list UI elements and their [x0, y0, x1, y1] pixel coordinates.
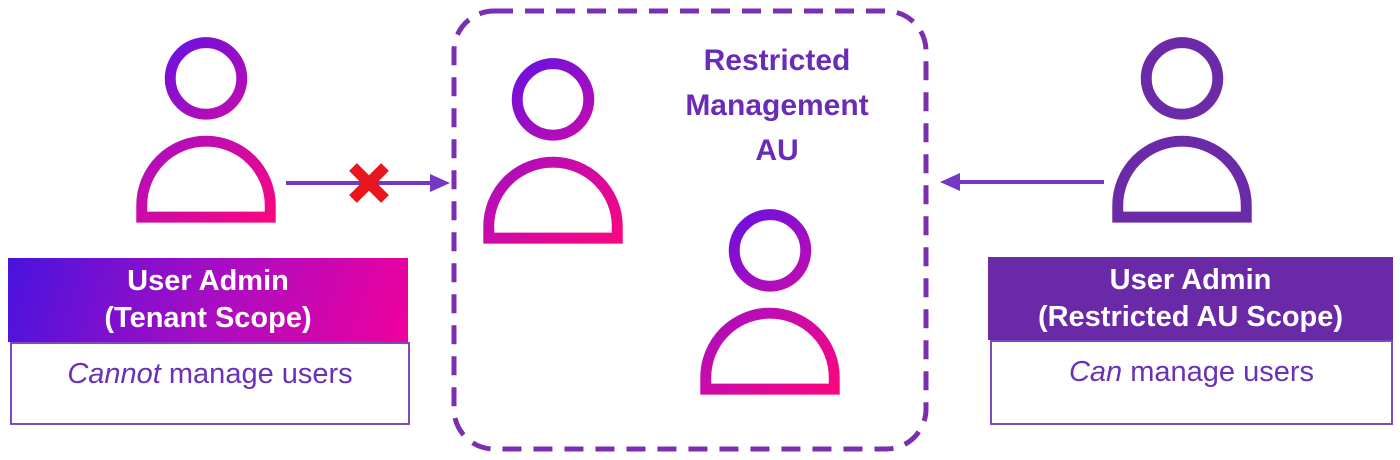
restricted-admin-badge: User Admin (Restricted AU Scope) [988, 257, 1393, 340]
user-head [164, 37, 248, 120]
au-title-line2: Management [685, 89, 869, 122]
user-head [728, 209, 812, 292]
user-body [136, 135, 276, 223]
arrow-head [940, 173, 960, 191]
badge-scope: (Tenant Scope) [104, 302, 312, 334]
badge-title: User Admin [1109, 263, 1272, 296]
blocked-arrow [286, 174, 450, 192]
user-icon-au-member-1 [483, 58, 623, 244]
badge-title: User Admin [127, 265, 289, 297]
user-icon-restricted-admin [1112, 37, 1252, 223]
tenant-admin-badge: User Admin (Tenant Scope) [8, 258, 408, 342]
badge-scope: (Restricted AU Scope) [1037, 300, 1344, 333]
restricted-admin-note: Can manage users [990, 340, 1393, 425]
tenant-admin-note: Cannot manage users [10, 342, 410, 425]
user-head [511, 58, 595, 141]
arrow-head [430, 174, 450, 192]
allowed-arrow [940, 173, 1104, 191]
cross-stroke-2 [349, 163, 389, 203]
dashed-border [451, 8, 929, 452]
au-title: Restricted Management AU [622, 38, 932, 173]
note-text: manage users [160, 358, 353, 390]
user-body [700, 307, 840, 395]
user-body [483, 156, 623, 244]
user-icon-au-member-2 [700, 209, 840, 395]
au-title-line1: Restricted [703, 44, 851, 77]
note-emphasis: Can [1068, 356, 1123, 388]
restricted-au-boundary [451, 8, 929, 452]
note-emphasis: Cannot [67, 358, 161, 390]
note-text: manage users [1122, 356, 1315, 388]
user-body [1112, 135, 1252, 223]
user-head [1140, 37, 1224, 120]
au-title-line3: AU [755, 134, 799, 167]
user-icon-tenant-admin [136, 37, 276, 223]
blocked-cross-icon [349, 163, 389, 203]
